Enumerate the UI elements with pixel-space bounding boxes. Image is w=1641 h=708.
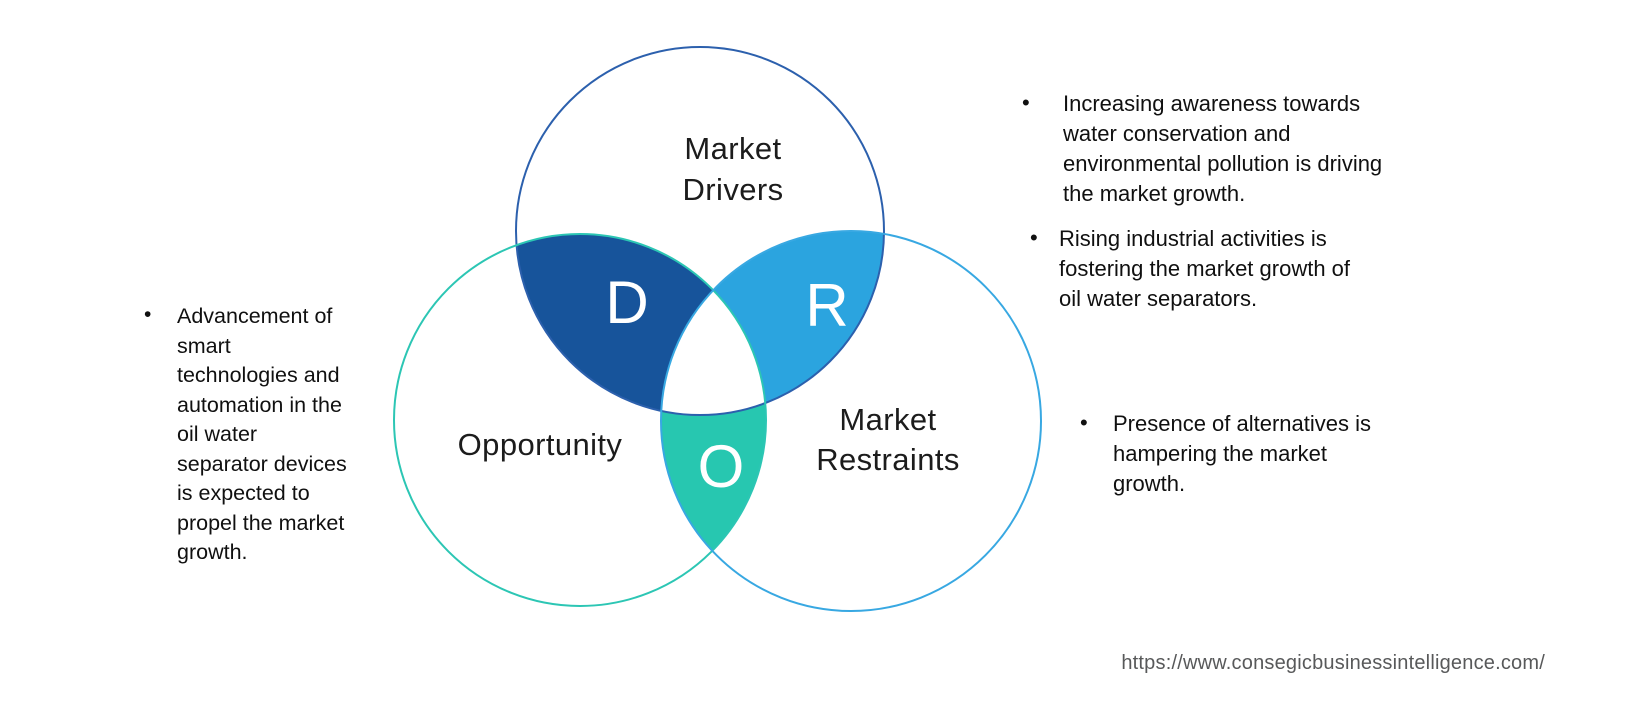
opportunity-circle-outline [393,233,767,607]
opportunity-lens-letter: O [698,433,745,500]
bullet-icon: • [1080,410,1088,435]
driver-note-2-text: Rising industrial activities is fosterin… [1059,226,1351,311]
driver-note-1-text: Increasing awareness towards water conse… [1063,91,1383,206]
drivers-opportunity-lens [516,234,766,415]
source-url: https://www.consegicbusinessintelligence… [1121,652,1545,674]
bullet-icon: • [1030,225,1038,250]
restraints-circle-outline [660,230,1042,612]
drivers-restraints-lens [661,231,884,415]
opportunity-note-text: Advancement of smart technologies and au… [177,304,347,564]
bullet-icon: • [1022,90,1030,115]
drivers-circle-outline [515,46,885,416]
market-drivers-label: Market Drivers [682,131,784,207]
opportunity-label: Opportunity [457,427,623,462]
restraints-lens-letter: R [805,272,848,339]
market-restraints-label: Market Restraints [816,402,960,477]
bullet-icon: • [144,303,152,326]
drivers-lens-letter: D [605,269,648,336]
restraint-note-text: Presence of alternatives is hampering th… [1113,411,1372,496]
